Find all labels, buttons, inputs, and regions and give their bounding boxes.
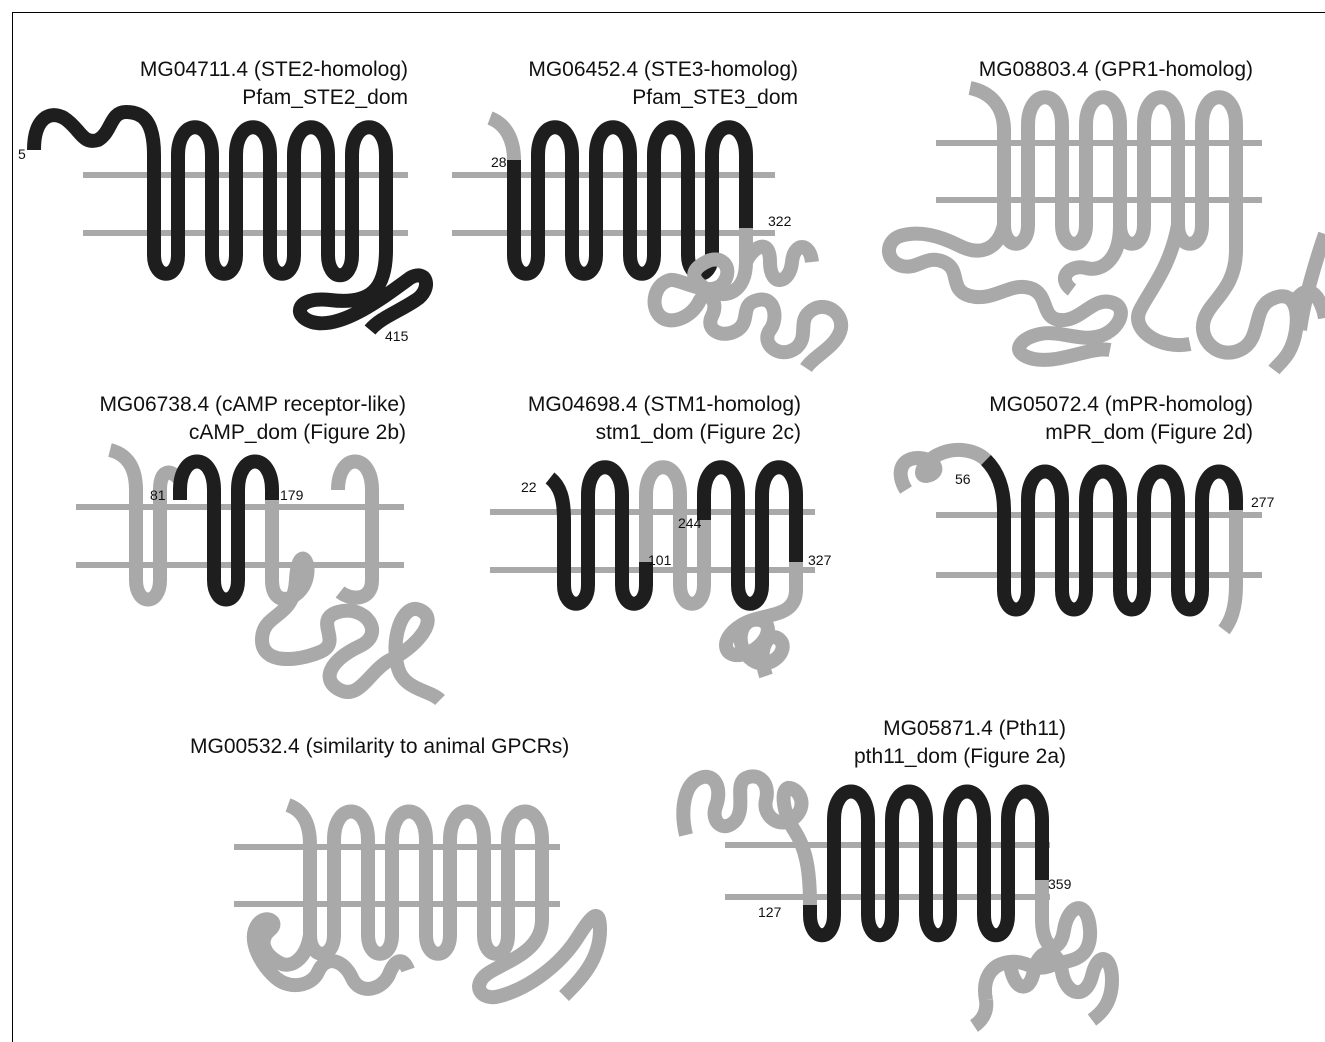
panel-ste2: MG04711.4 (STE2-homolog) Pfam_STE2_dom 5… [18,58,426,344]
residue-label: 277 [1251,494,1275,510]
domain-segment [550,467,646,604]
panel-subtitle: cAMP_dom (Figure 2b) [189,421,406,444]
residue-label: 322 [768,213,792,229]
non-domain-segment [110,450,180,600]
residue-label: 415 [385,328,409,344]
panel-title: MG00532.4 (similarity to animal GPCRs) [190,735,569,758]
residue-label: 244 [678,515,702,531]
residue-label: 28 [491,154,507,170]
panel-title: MG04711.4 (STE2-homolog) [140,58,408,81]
panel-animal-gpcr: MG00532.4 (similarity to animal GPCRs) [190,735,600,997]
residue-label: 101 [648,552,672,568]
panel-subtitle: pth11_dom (Figure 2a) [854,745,1066,768]
panel-title: MG06738.4 (cAMP receptor-like) [99,393,406,416]
residue-label: 179 [280,487,304,503]
panel-camp: MG06738.4 (cAMP receptor-like) cAMP_dom … [76,393,440,700]
residue-label: 127 [758,904,782,920]
non-domain-segment [970,88,1236,250]
panel-stm1: MG04698.4 (STM1-homolog) stm1_dom (Figur… [490,393,832,676]
domain-segment [704,467,796,604]
panel-subtitle: Pfam_STE3_dom [632,86,798,109]
residue-label: 5 [18,146,26,162]
domain-segment [986,460,1236,610]
non-domain-segment [974,880,1112,1026]
non-domain-segment [901,450,986,490]
panel-subtitle: Pfam_STE2_dom [242,86,408,109]
domain-segment [514,127,746,274]
panel-title: MG08803.4 (GPR1-homolog) [979,58,1253,81]
panel-subtitle: stm1_dom (Figure 2c) [596,421,801,444]
domain-segment [34,112,426,330]
panel-title: MG05072.4 (mPR-homolog) [989,393,1253,416]
residue-label: 327 [808,552,832,568]
panel-title: MG06452.4 (STE3-homolog) [528,58,798,81]
panel-gpr1: MG08803.4 (GPR1-homolog) [889,58,1325,370]
domain-segment [180,462,272,600]
non-domain-segment [889,225,1325,370]
non-domain-segment [646,467,704,604]
panel-ste3: MG06452.4 (STE3-homolog) Pfam_STE3_dom 2… [452,58,841,368]
panel-mpr: MG05072.4 (mPR-homolog) mPR_dom (Figure … [901,393,1275,630]
panel-subtitle: mPR_dom (Figure 2d) [1045,421,1253,444]
panel-title: MG05871.4 (Pth11) [883,717,1066,740]
non-domain-segment [1224,510,1236,630]
residue-label: 22 [521,479,537,495]
panel-title: MG04698.4 (STM1-homolog) [528,393,801,416]
non-domain-segment [683,776,810,905]
residue-label: 81 [150,487,166,503]
residue-label: 359 [1048,876,1072,892]
domain-segment [810,792,1042,936]
panel-pth11: MG05871.4 (Pth11) pth11_dom (Figure 2a) … [683,717,1112,1026]
residue-label: 56 [955,471,971,487]
